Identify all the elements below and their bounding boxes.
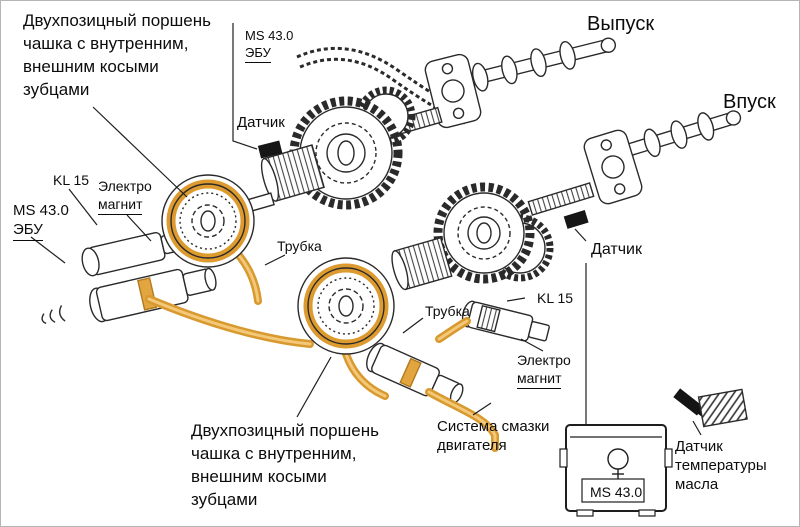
label-line: ЭБУ <box>13 220 69 241</box>
label-line: Электро <box>98 178 152 194</box>
label-line: Датчик <box>675 438 723 455</box>
label-line: Система смазки <box>437 418 550 435</box>
label-kl15-left: KL 15 <box>53 172 90 188</box>
label-line: Электро <box>517 352 571 368</box>
label-solenoid-left: Электро магнит <box>98 177 152 215</box>
label-line: MS 43.0 <box>13 202 69 219</box>
exhaust-sprocket <box>241 86 416 214</box>
label-line: чашка с внутренним, <box>23 34 189 53</box>
label-line: температуры <box>675 457 767 474</box>
intake-actuator-solenoid <box>366 342 464 404</box>
intake-camshaft <box>527 110 742 216</box>
label-sensor-top: Датчик <box>237 114 285 131</box>
label-exhaust: Выпуск <box>587 13 655 35</box>
exhaust-vanos-piston <box>161 174 255 268</box>
ecu-box-drawing <box>559 424 673 517</box>
oil-temp-sensor-icon <box>673 388 748 428</box>
oil-pipes <box>145 249 499 452</box>
label-oil-temp-sensor: Датчик температуры масла <box>675 437 767 494</box>
label-piston-bottom: Двухпозицный поршень чашка с внутренним,… <box>191 419 379 511</box>
label-ecu-unit: MS 43.0 <box>590 484 643 500</box>
label-tube-left: Трубка <box>277 238 322 254</box>
label-tube-right: Трубка <box>425 303 470 319</box>
label-line: двигателя <box>437 437 507 454</box>
intake-vanos-piston <box>297 257 395 355</box>
left-solenoid-valve <box>41 229 217 325</box>
label-line: масла <box>675 476 719 493</box>
label-piston-top: Двухпозицный поршень чашка с внутренним,… <box>23 9 211 101</box>
label-kl15-right: KL 15 <box>537 290 574 306</box>
label-sensor-right: Датчик <box>591 241 642 258</box>
label-line: магнит <box>98 195 152 215</box>
leader-lines <box>30 23 702 436</box>
label-line: чашка с внутренним, <box>191 444 357 463</box>
label-line: внешним косыми <box>191 467 327 486</box>
label-line: зубцами <box>23 80 90 99</box>
intake-sprocket <box>391 182 554 291</box>
label-line: Двухпозицный поршень <box>191 421 379 440</box>
label-line: внешним косыми <box>23 57 159 76</box>
label-oil-system: Система смазки двигателя <box>437 417 549 455</box>
timing-chain-icon <box>296 46 470 125</box>
exhaust-camshaft <box>378 37 617 140</box>
label-intake: Впуск <box>723 91 776 113</box>
label-ecu-left: MS 43.0 ЭБУ <box>13 201 69 241</box>
label-line: зубцами <box>191 490 258 509</box>
label-line: MS 43.0 <box>245 28 294 43</box>
label-line: магнит <box>517 369 571 389</box>
camshaft-sensor-intake-icon <box>563 210 589 229</box>
label-ecu-top: MS 43.0 ЭБУ <box>245 27 293 63</box>
label-line: Двухпозицный поршень <box>23 11 211 30</box>
camshaft-sensor-exhaust-icon <box>257 140 283 159</box>
label-solenoid-right: Электро магнит <box>517 351 571 389</box>
label-line: ЭБУ <box>245 44 293 63</box>
